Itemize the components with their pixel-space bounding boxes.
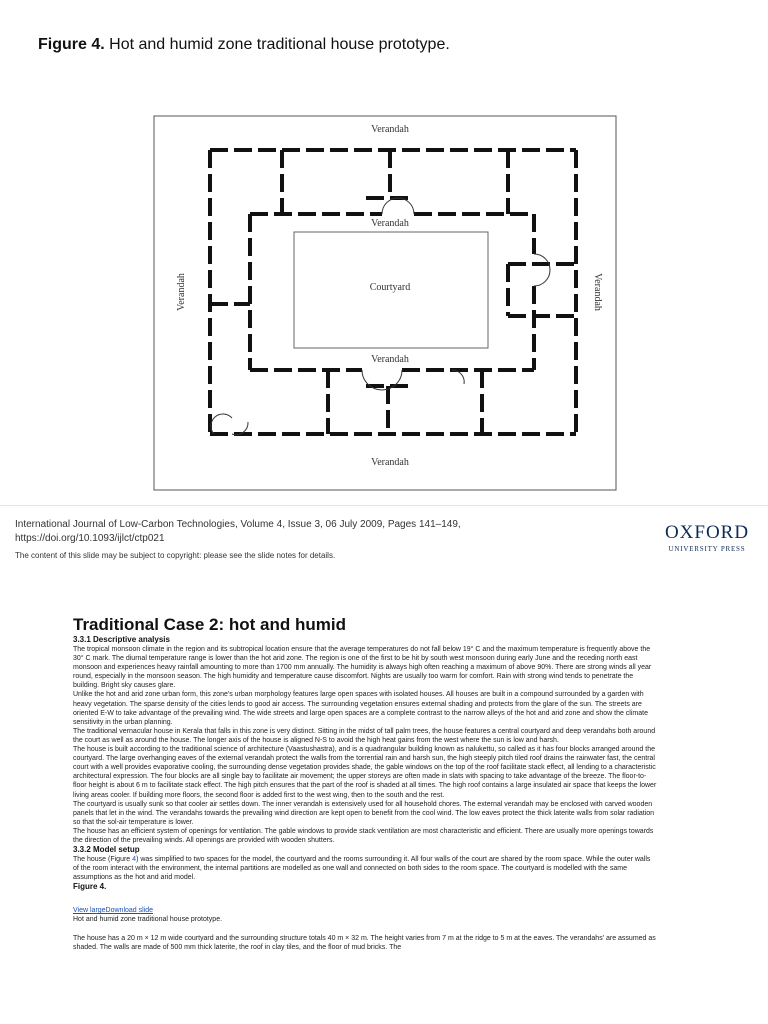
section-heading-model-setup: 3.3.2 Model setup	[73, 845, 140, 855]
figure-caption-text: Hot and humid zone traditional house pro…	[104, 36, 450, 53]
plan-walls	[208, 148, 578, 436]
label-verandah-top: Verandah	[371, 124, 409, 135]
paragraph-4: The house is built according to the trad…	[73, 746, 657, 799]
figure-caption-label: Figure 4.	[38, 36, 105, 53]
label-verandah-inner-top: Verandah	[371, 218, 409, 229]
floor-plan-svg: Verandah Verandah Courtyard Verandah Ver…	[153, 115, 617, 491]
figure-label: Figure 4.	[73, 882, 107, 892]
citation-block: International Journal of Low-Carbon Tech…	[15, 518, 575, 546]
courtyard-rect	[293, 231, 489, 349]
article-title: Traditional Case 2: hot and humid	[73, 615, 346, 634]
paragraph-8: The house has a 20 m × 12 m wide courtya…	[73, 934, 656, 951]
section-heading-descriptive: 3.3.1 Descriptive analysis	[73, 635, 170, 644]
paragraph-7-after: ) was simplified to two spaces for the m…	[73, 856, 651, 882]
paragraph-7-before: The house (Figure	[73, 856, 133, 864]
citation-line1: International Journal of Low-Carbon Tech…	[15, 519, 461, 530]
paragraph-3: The traditional vernacular house in Kera…	[73, 727, 656, 744]
slide-divider	[0, 505, 768, 506]
paragraph-2: Unlike the hot and arid zone urban form,…	[73, 691, 648, 726]
figure-title: Hot and humid zone traditional house pro…	[73, 916, 223, 924]
oxford-logo-sub: UNIVERSITY PRESS	[668, 545, 746, 553]
figure-ref-link[interactable]: 4	[132, 856, 137, 864]
copyright-note: The content of this slide may be subject…	[15, 551, 336, 560]
label-verandah-bottom: Verandah	[371, 457, 409, 468]
label-courtyard: Courtyard	[370, 282, 411, 293]
oxford-logo: OXFORD UNIVERSITY PRESS	[660, 522, 754, 554]
view-download-links[interactable]: View largeDownload slide	[73, 907, 154, 915]
plan-door-swings	[210, 197, 551, 436]
paragraph-5: The courtyard is usually sunk so that co…	[73, 800, 655, 826]
paragraph-1: The tropical monsoon climate in the regi…	[73, 646, 652, 690]
label-verandah-right: Verandah	[592, 273, 603, 311]
citation-doi[interactable]: https://doi.org/10.1093/ijlct/ctp021	[15, 533, 165, 544]
article-body: Traditional Case 2: hot and humid 3.3.1 …	[73, 615, 658, 952]
figure-caption: Figure 4. Hot and humid zone traditional…	[38, 36, 450, 54]
paragraph-7: The house (Figure 4) was simplified to t…	[73, 855, 658, 882]
label-verandah-left: Verandah	[176, 273, 187, 311]
oxford-logo-name: OXFORD	[664, 522, 750, 543]
floor-plan-figure[interactable]: Verandah Verandah Courtyard Verandah Ver…	[152, 114, 618, 492]
paragraph-6: The house has an efficient system of ope…	[73, 827, 654, 844]
label-verandah-inner-bottom: Verandah	[371, 354, 409, 365]
